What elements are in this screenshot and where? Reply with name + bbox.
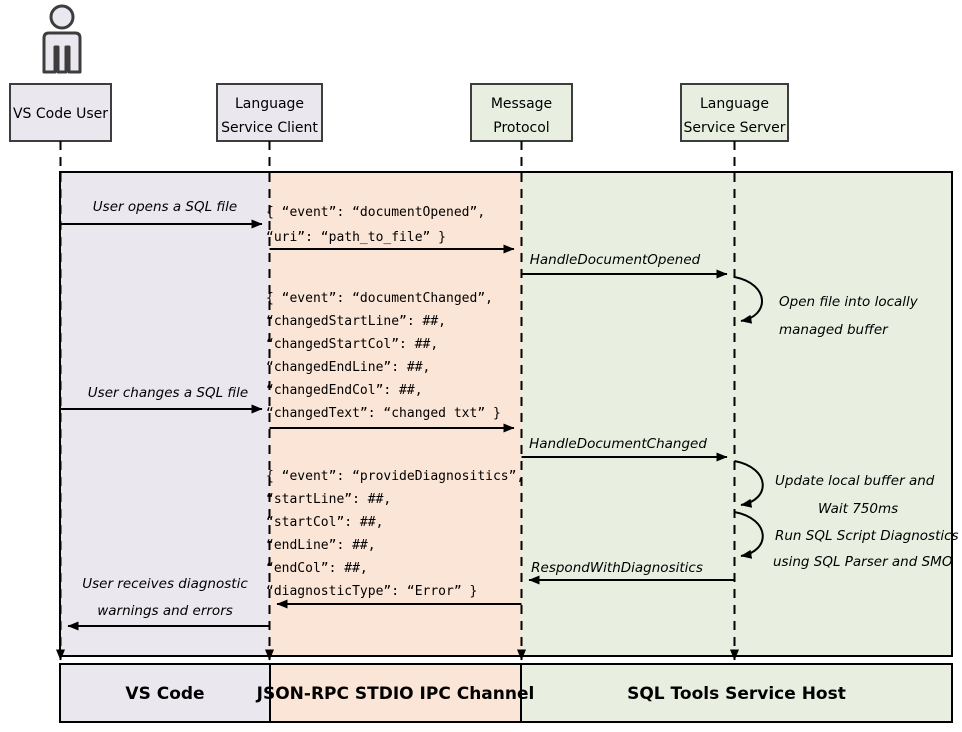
loop-label-line2: using SQL Parser and SMO — [773, 554, 953, 570]
loop-label-line1: Run SQL Script Diagnostics — [775, 528, 959, 544]
loop-label-line1: Update local buffer and — [775, 473, 935, 489]
json-line: “diagnosticType”: “Error” } — [266, 584, 477, 599]
message-handle-document-changed: HandleDocumentChanged — [521, 436, 728, 462]
json-line: “changedEndCol”: ##, — [266, 383, 423, 398]
json-line: “endLine”: ##, — [266, 538, 376, 553]
message-user-receives-diagnostics: User receives diagnostic warnings and er… — [67, 576, 270, 631]
loop-label-line2: Wait 750ms — [818, 501, 898, 517]
json-line: { “event”: “provideDiagnositics”, — [266, 469, 524, 484]
json-line: “endCol”: ##, — [266, 561, 368, 576]
participant-label-line1: Language — [235, 96, 304, 112]
json-line: “changedText”: “changed txt” } — [266, 406, 501, 421]
self-loop-run-diagnostics: Run SQL Script Diagnostics using SQL Par… — [734, 511, 959, 570]
footer-label-ipc: JSON-RPC STDIO IPC Channel — [256, 684, 535, 704]
self-loop-update-buffer: Update local buffer and Wait 750ms — [734, 460, 935, 517]
json-line: “startCol”: ##, — [266, 515, 383, 530]
message-label: HandleDocumentOpened — [530, 252, 701, 268]
participant-label-line1: Language — [700, 96, 769, 112]
message-label: User opens a SQL file — [93, 199, 237, 215]
message-label: RespondWithDiagnositics — [531, 560, 703, 576]
band-vscode — [60, 172, 270, 656]
footer-box-vscode[interactable] — [59, 663, 271, 723]
message-label: HandleDocumentChanged — [529, 436, 707, 452]
footer-label-vscode: VS Code — [125, 684, 204, 704]
self-loop-open-file-buffer: Open file into locally managed buffer — [734, 276, 919, 338]
message-label-line2: warnings and errors — [97, 603, 233, 619]
message-respond-with-diagnositics: RespondWithDiagnositics — [528, 560, 735, 585]
participant-label-line2: Protocol — [493, 120, 549, 136]
participant-vscode-user[interactable]: VS Code User — [9, 83, 112, 142]
participant-label-line2: Service Client — [221, 120, 318, 136]
loop-label-line1: Open file into locally — [779, 294, 919, 310]
json-line: “changedStartLine”: ##, — [266, 314, 446, 329]
swimlane-bands — [59, 171, 953, 657]
json-payload-provide-diagnositics: { “event”: “provideDiagnositics”, “start… — [266, 469, 524, 599]
participant-label: VS Code User — [13, 106, 108, 122]
message-label: User changes a SQL file — [88, 385, 248, 401]
message-label-line1: User receives diagnostic — [82, 576, 248, 592]
person-icon — [42, 4, 82, 74]
loop-label-line2: managed buffer — [779, 322, 889, 338]
json-line: { “event”: “documentOpened”, — [266, 205, 485, 220]
json-line: { “event”: “documentChanged”, — [266, 291, 493, 306]
band-sqltools — [521, 172, 952, 656]
json-line: “changedStartCol”: ##, — [266, 337, 438, 352]
lifelines — [56, 141, 739, 661]
json-line: “startLine”: ##, — [266, 492, 391, 507]
footer-bars: VS Code JSON-RPC STDIO IPC Channel SQL T… — [59, 663, 953, 723]
json-line: “uri”: “path_to_file” } — [266, 230, 446, 245]
participant-language-client[interactable]: Language Service Client — [216, 83, 323, 142]
message-handle-document-opened: HandleDocumentOpened — [521, 252, 728, 279]
json-line: “changedEndLine”: ##, — [266, 360, 430, 375]
participant-message-protocol[interactable]: Message Protocol — [470, 83, 573, 142]
message-user-opens-sql-file: User opens a SQL file — [60, 199, 263, 229]
footer-box-ipc[interactable] — [269, 663, 522, 723]
participant-label-line1: Message — [491, 96, 552, 112]
json-payload-document-changed: { “event”: “documentChanged”, “changedSt… — [266, 291, 501, 421]
footer-label-sqltools: SQL Tools Service Host — [627, 684, 846, 704]
band-ipc — [270, 172, 521, 656]
participant-language-server[interactable]: Language Service Server — [680, 83, 789, 142]
footer-box-sqltools[interactable] — [520, 663, 953, 723]
participant-label-line2: Service Server — [683, 120, 785, 136]
json-payload-document-opened: { “event”: “documentOpened”, “uri”: “pat… — [266, 205, 485, 245]
message-user-changes-sql-file: User changes a SQL file — [60, 385, 263, 414]
